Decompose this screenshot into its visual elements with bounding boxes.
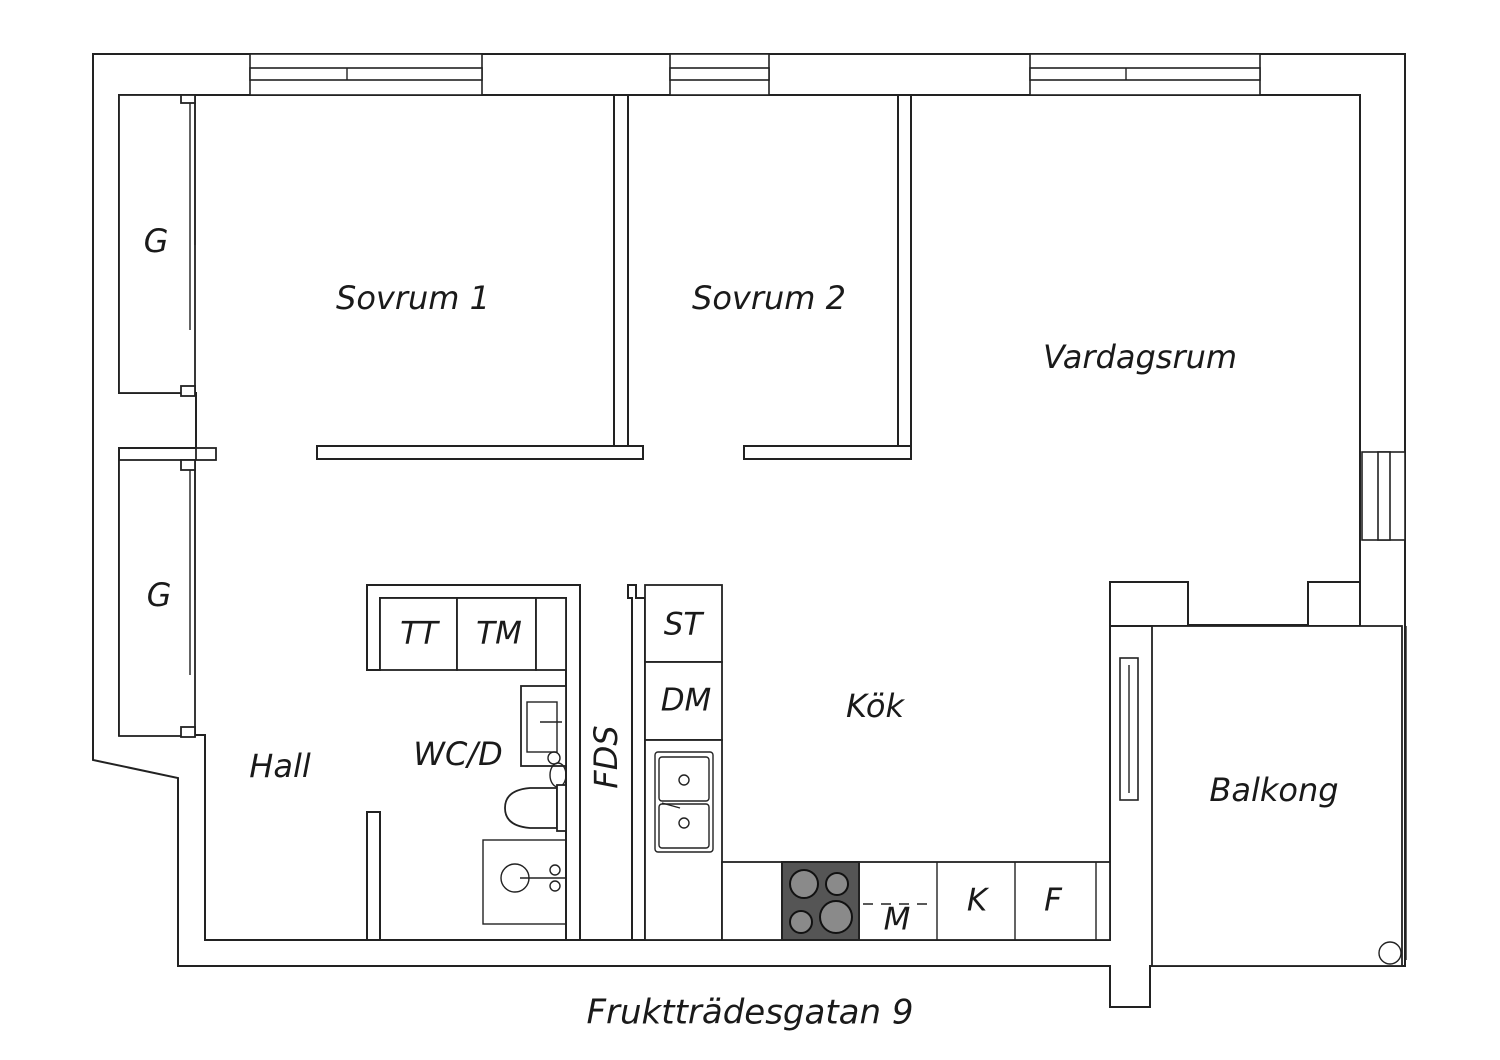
tt-label: TT	[400, 616, 440, 652]
window-top-1	[249, 53, 483, 96]
closet-top	[118, 94, 196, 397]
kitchen-fixtures	[644, 584, 1111, 941]
bedroom1-label: Sovrum 1	[336, 279, 490, 317]
closet-bottom	[118, 459, 196, 738]
tm-label: TM	[476, 616, 522, 652]
bathroom-fixtures	[379, 597, 567, 925]
f-label: F	[1044, 883, 1063, 919]
m-label: M	[884, 902, 911, 938]
street-address: Fruktträdesgatan 9	[586, 993, 913, 1033]
window-top-2	[669, 53, 770, 96]
closet-top-label: G	[144, 222, 169, 260]
balcony-stub-left	[1109, 581, 1189, 627]
bathroom-lower-wall	[366, 811, 381, 941]
k-label: K	[967, 883, 990, 919]
bedroom1-bottom-wall	[316, 445, 644, 460]
hall-wall-stub	[195, 447, 217, 461]
balcony-label: Balkong	[1209, 771, 1338, 809]
kitchen-label: Kök	[846, 687, 905, 725]
bedroom2-bottom-wall	[743, 445, 912, 460]
st-label: ST	[664, 607, 705, 643]
balcony-stub-right	[1307, 581, 1361, 627]
dm-label: DM	[661, 683, 712, 719]
fds-label: FDS	[587, 725, 625, 788]
fds-wall	[627, 584, 646, 941]
hall-label: Hall	[249, 747, 311, 785]
bedroom1-wall	[196, 94, 629, 460]
bathroom-label: WC/D	[413, 735, 502, 773]
living-room-label: Vardagsrum	[1043, 338, 1237, 376]
bedroom2-right-wall	[897, 94, 912, 460]
closet-bottom-label: G	[147, 576, 172, 614]
balcony	[1119, 625, 1407, 967]
bedroom1-right-wall	[613, 94, 629, 460]
bedroom2-label: Sovrum 2	[692, 279, 846, 317]
window-right	[1361, 451, 1406, 541]
window-top-3	[1029, 53, 1261, 96]
